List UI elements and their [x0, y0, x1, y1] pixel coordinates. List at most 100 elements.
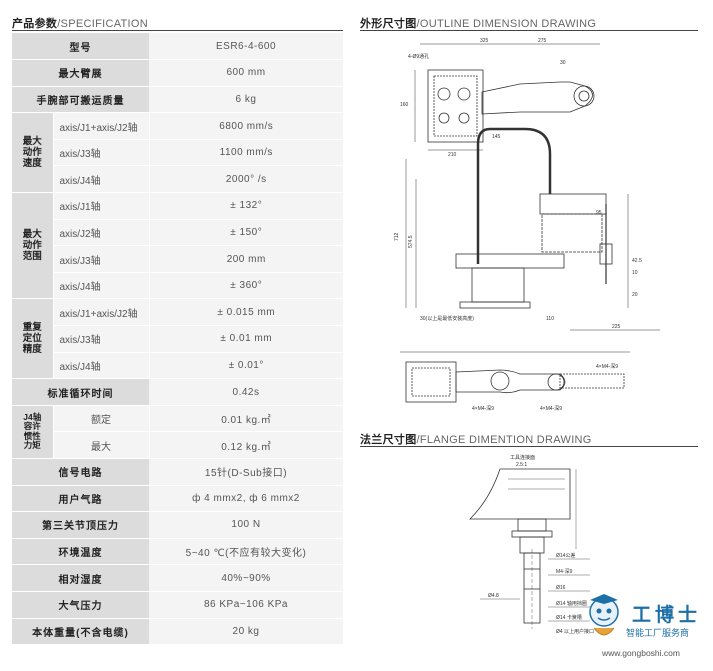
dim-label: 225 [612, 324, 621, 330]
dim-label: 110 [546, 316, 554, 322]
spec-axis: axis/J1+axis/J2轴 [53, 298, 150, 327]
spec-row-model: 型号 ESR6-4-600 [12, 33, 343, 61]
spec-value: 600 mm [149, 59, 343, 87]
spec-row-payload: 手腕部可搬运质量 6 kg [12, 86, 343, 114]
spec-value: ESR6-4-600 [149, 33, 343, 61]
spec-row-repeatability: axis/J3轴 ± 0.01 mm [12, 325, 343, 353]
spec-axis: axis/J1轴 [53, 192, 150, 220]
flange-label: Ø16 [556, 585, 566, 591]
spec-group-label: 重复定位精度 [12, 298, 54, 380]
spec-label: 手腕部可搬运质量 [12, 86, 149, 114]
spec-row-speed: axis/J3轴 1100 mm/s [12, 139, 343, 167]
spec-table: 型号 ESR6-4-600 最大臂展 600 mm 手腕部可搬运质量 6 kg … [12, 33, 343, 646]
brand-name: 工博士 [632, 605, 702, 626]
spec-axis: axis/J3轴 [53, 245, 150, 273]
spec-value: ф 4 mmx2, ф 6 mmx2 [149, 485, 343, 513]
spec-value: ± 0.01° [149, 352, 343, 380]
dim-label: 712 [394, 232, 400, 241]
spec-axis: axis/J1+axis/J2轴 [53, 112, 150, 140]
spec-row-range: axis/J2轴 ± 150° [12, 219, 343, 247]
spec-row-temperature: 环境温度 5~40 ℃(不应有较大变化) [12, 538, 343, 566]
spec-value: 6800 mm/s [149, 112, 343, 140]
brand-url: www.gongboshi.com [602, 648, 680, 658]
spec-label: 大气压力 [12, 591, 149, 619]
spec-value: ± 360° [149, 272, 343, 300]
spec-label: 型号 [12, 33, 149, 61]
spec-value: 5~40 ℃(不应有较大变化) [149, 538, 343, 566]
spec-value: ± 132° [149, 192, 343, 220]
dim-label: 4×M4-深9 [596, 363, 618, 370]
spec-row-repeatability: 重复定位精度 axis/J1+axis/J2轴 ± 0.015 mm [12, 298, 343, 380]
dim-label: 160 [400, 102, 409, 108]
spec-label: 最大臂展 [12, 59, 149, 87]
flange-label: 2.5:1 [516, 462, 527, 468]
spec-value: ± 150° [149, 219, 343, 247]
flange-heading-rule [360, 446, 698, 447]
spec-axis: 额定 [53, 405, 150, 433]
spec-value: 20 kg [149, 618, 343, 646]
spec-row-speed: axis/J4轴 2000° /s [12, 165, 343, 194]
dim-label: 10 [632, 270, 638, 276]
spec-axis: 最大 [53, 431, 150, 459]
flange-label: Ø14 卡簧槽 [556, 614, 582, 621]
spec-label: 用户气路 [12, 485, 149, 513]
spec-group-label: 最大动作速度 [12, 112, 54, 194]
spec-row-max-reach: 最大臂展 600 mm [12, 59, 343, 87]
spec-group-label: 最大动作范围 [12, 192, 54, 300]
spec-value: 200 mm [149, 245, 343, 273]
flange-drawing: 工具连接面 2.5:1 Ø14公差 Ø4.8 M4-深9 Ø16 Ø14 轴用挡… [360, 449, 698, 665]
spec-row-humidity: 相对湿度 40%~90% [12, 564, 343, 592]
flange-heading: 法兰尺寸图/FLANGE DIMENTION DRAWING [360, 434, 592, 446]
spec-row-air: 用户气路 ф 4 mmx2, ф 6 mmx2 [12, 485, 343, 513]
spec-axis: axis/J2轴 [53, 219, 150, 247]
dim-label: 30(以上是最低安装高度) [420, 315, 474, 322]
dim-label: 95 [596, 210, 602, 216]
spec-value: 0.12 kg.㎡ [149, 431, 343, 459]
dim-label: 30 [560, 60, 566, 66]
spec-row-signal: 信号电路 15针(D-Sub接口) [12, 458, 343, 486]
spec-row-pressure: 大气压力 86 KPa~106 KPa [12, 591, 343, 619]
spec-value: 15针(D-Sub接口) [149, 458, 343, 486]
flange-label: 工具连接面 [510, 454, 535, 461]
outline-heading: 外形尺寸图/OUTLINE DIMENSION DRAWING [360, 18, 597, 30]
spec-axis: axis/J4轴 [53, 272, 150, 300]
spec-value: 6 kg [149, 86, 343, 114]
spec-axis: axis/J4轴 [53, 352, 150, 380]
flange-label: Ø4 以上用户接口 [556, 628, 594, 635]
spec-value: 86 KPa~106 KPa [149, 591, 343, 619]
spec-row-repeatability: axis/J4轴 ± 0.01° [12, 352, 343, 380]
dim-label: 145 [492, 134, 501, 140]
spec-label: 信号电路 [12, 458, 149, 486]
robot-mascot-icon [589, 594, 619, 636]
spec-row-weight: 本体重量(不含电缆) 20 kg [12, 618, 343, 646]
spec-value: 100 N [149, 511, 343, 539]
spec-row-inertia: 最大 0.12 kg.㎡ [12, 431, 343, 459]
spec-label: 环境温度 [12, 538, 149, 566]
spec-row-cycle-time: 标准循环时间 0.42s [12, 378, 343, 406]
spec-label: 标准循环时间 [12, 378, 149, 406]
spec-axis: axis/J3轴 [53, 325, 150, 353]
dim-label: 4×M4-深9 [540, 405, 562, 412]
flange-label: Ø14公差 [556, 552, 575, 559]
dim-label: 20 [632, 292, 638, 298]
spec-label: 第三关节顶压力 [12, 511, 149, 539]
flange-label: Ø14 轴用挡圈 [556, 600, 587, 607]
spec-row-speed: 最大动作速度 axis/J1+axis/J2轴 6800 mm/s [12, 112, 343, 194]
dim-label: 42.5 [632, 258, 642, 264]
spec-row-range: axis/J4轴 ± 360° [12, 272, 343, 300]
spec-row-range: axis/J3轴 200 mm [12, 245, 343, 273]
flange-label: M4-深9 [556, 568, 573, 575]
dim-label: 210 [448, 152, 457, 158]
flange-label: Ø4.8 [488, 593, 499, 599]
dim-label: 275 [538, 38, 547, 44]
spec-value: 0.01 kg.㎡ [149, 405, 343, 433]
outline-drawing: 4-Ø9通孔 275 325 30 145 210 160 712 574.5 … [360, 34, 698, 426]
dim-label: 4-Ø9通孔 [408, 53, 429, 60]
spec-label: 本体重量(不含电缆) [12, 618, 149, 646]
outline-heading-rule [360, 30, 698, 31]
spec-heading-rule [12, 30, 343, 31]
spec-group-label: J4轴容许惯性力矩 [12, 405, 54, 460]
dim-label: 325 [480, 38, 489, 44]
flange-drawing-svg: 工具连接面 2.5:1 Ø14公差 Ø4.8 M4-深9 Ø16 Ø14 轴用挡… [469, 454, 594, 635]
dim-label: 574.5 [408, 235, 414, 248]
